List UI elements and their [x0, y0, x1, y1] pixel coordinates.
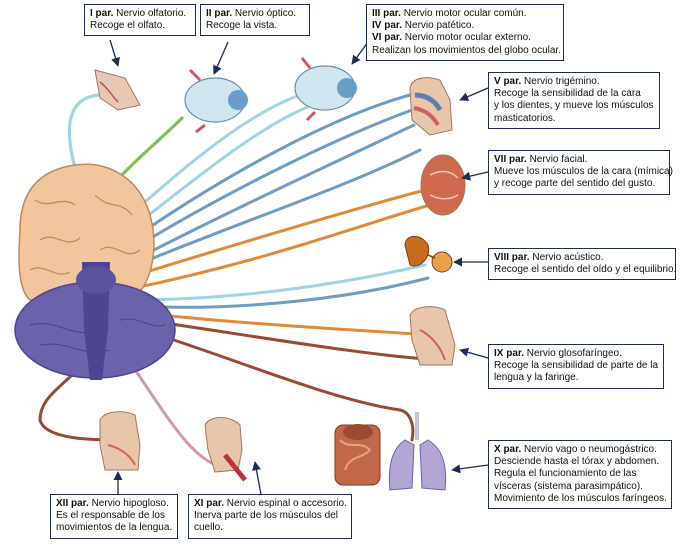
arrow-IX	[459, 347, 489, 359]
brain	[14, 163, 176, 380]
label-nerve-III-IV-VI: III par. Nervio motor ocular común. IV p…	[366, 4, 564, 61]
arrow-I	[109, 39, 120, 67]
nerve-XI-line-1: Inerva parte de los músculos del	[194, 510, 338, 522]
digestive-organs	[334, 424, 381, 486]
nerve-glossopharyngeal-2	[128, 316, 442, 362]
par-I: I par.	[90, 8, 114, 19]
nerve-XII-line-1: Es el responsable de los	[56, 510, 165, 522]
par-II: II par.	[206, 8, 233, 19]
label-nerve-VII: VII par. Nervio facial. Mueve los múscul…	[488, 150, 673, 195]
nerve-V-line-0: Nervio trigémino.	[524, 76, 600, 87]
nerve-IX-line-1: Recoge la sensibilidad de parte de la	[494, 360, 658, 372]
par-XI: XI par.	[194, 498, 225, 509]
label-nerve-IX: IX par. Nervio glosofaríngeo. Recoge la …	[488, 344, 664, 389]
arrow-X	[451, 464, 489, 474]
par-VI: VI par.	[372, 32, 403, 44]
nerve-acoustic-1	[128, 263, 427, 302]
arrow-II	[213, 41, 229, 75]
nerve-V-line-1: Recoge la sensibilidad de la cara	[494, 88, 641, 100]
nerve-X-line-3: vísceras (sistema parasimpático).	[494, 480, 643, 492]
arrow-V	[459, 87, 489, 101]
nerve-VII-line-1: Mueve los músculos de la cara (mímica)	[494, 166, 673, 178]
nerve-V-line-2: y los dientes, y mueve los músculos	[494, 100, 654, 112]
nerve-facial-1	[118, 188, 427, 282]
arrow-XI	[252, 461, 263, 501]
nerve-VI-text: Nervio motor ocular externo.	[404, 32, 531, 44]
nerve-vagus	[126, 323, 415, 442]
par-X: X par.	[494, 444, 522, 455]
nerve-I-line-0: Nervio olfatorio.	[116, 8, 187, 19]
par-XII: XII par.	[56, 498, 89, 509]
nerve-trigeminal-3	[113, 123, 416, 272]
nerve-facial-2	[123, 203, 432, 292]
label-nerve-XI: XI par. Nervio espinal o accesorio. Iner…	[188, 494, 352, 539]
arrow-III-VI	[351, 41, 369, 65]
par-IV: IV par.	[372, 20, 403, 32]
nerve-III-text: Nervio motor ocular común.	[403, 8, 527, 19]
nerve-olfactory	[67, 93, 112, 180]
nerve-II-line-1: Recoge la vista.	[206, 20, 278, 32]
nerve-VII-line-0: Nervio facial.	[529, 154, 588, 165]
arrow-VII	[461, 171, 489, 181]
nerve-VIII-line-0: Nervio acústico.	[532, 252, 604, 263]
label-nerve-V: V par. Nervio trigémino. Recoge la sensi…	[488, 72, 660, 129]
mouth-section	[99, 411, 141, 471]
par-VIII: VIII par.	[494, 252, 530, 263]
pointer-arrows	[109, 39, 489, 501]
head-trigeminal	[409, 77, 453, 136]
nerve-VIII-line-1: Recoge el sentido del oído y el equilibr…	[494, 264, 677, 276]
nerve-glossopharyngeal-1	[130, 310, 432, 337]
nerve-XII-line-0: Nervio hipogloso.	[91, 498, 169, 509]
par-V: V par.	[494, 76, 522, 87]
cerebrum-folds	[29, 194, 141, 275]
nerve-I-line-1: Recoge el olfato.	[90, 20, 166, 32]
nerve-acoustic-2	[128, 276, 430, 309]
nerve-XI-line-2: cuello.	[194, 522, 223, 534]
nerve-II-line-0: Nervio óptico.	[234, 8, 297, 19]
nerve-abducens	[110, 148, 422, 277]
nerve-XII-line-2: movimientos de la lengua.	[56, 522, 173, 534]
nerve-IV-text: Nervio patético.	[404, 20, 475, 32]
face-muscles	[420, 154, 466, 216]
nerve-III-VI-extra: Realizan los movimientos del globo ocula…	[372, 44, 561, 56]
pons	[76, 266, 116, 294]
eye-right	[294, 57, 357, 122]
label-nerve-X: X par. Nervio vago o neumogástrico. Desc…	[488, 440, 672, 510]
eye-left	[184, 68, 248, 134]
par-III: III par.	[372, 8, 401, 19]
label-nerve-VIII: VIII par. Nervio acústico. Recoge el sen…	[488, 248, 677, 281]
par-IX: IX par.	[494, 348, 525, 359]
throat-section	[409, 306, 456, 366]
nerve-IX-line-2: lengua y la faringe.	[494, 372, 579, 384]
nerve-VII-line-2: y recoge parte del sentido del gusto.	[494, 178, 656, 190]
cerebrum	[18, 163, 155, 301]
nerve-X-line-1: Desciende hasta el tórax y abdomen.	[494, 456, 660, 468]
nerve-XI-line-0: Nervio espinal o accesorio.	[226, 498, 347, 509]
nerve-X-line-4: Movimiento de los músculos faríngeos.	[494, 492, 667, 504]
label-nerve-II: II par. Nervio óptico. Recoge la vista.	[200, 4, 310, 37]
nerve-V-line-3: masticatorios.	[494, 112, 556, 124]
nerve-X-line-2: Regula el funcionamiento de las	[494, 468, 637, 480]
nerve-X-line-0: Nervio vago o neumogástrico.	[524, 444, 657, 455]
nose-section	[94, 69, 141, 111]
head-neck	[204, 417, 247, 482]
par-VII: VII par.	[494, 154, 527, 165]
label-nerve-XII: XII par. Nervio hipogloso. Es el respons…	[50, 494, 178, 539]
nerve-IX-line-0: Nervio glosofaríngeo.	[526, 348, 622, 359]
lungs	[388, 412, 447, 491]
label-nerve-I: I par. Nervio olfatorio. Recoge el olfat…	[84, 4, 196, 37]
inner-ear	[404, 235, 453, 273]
